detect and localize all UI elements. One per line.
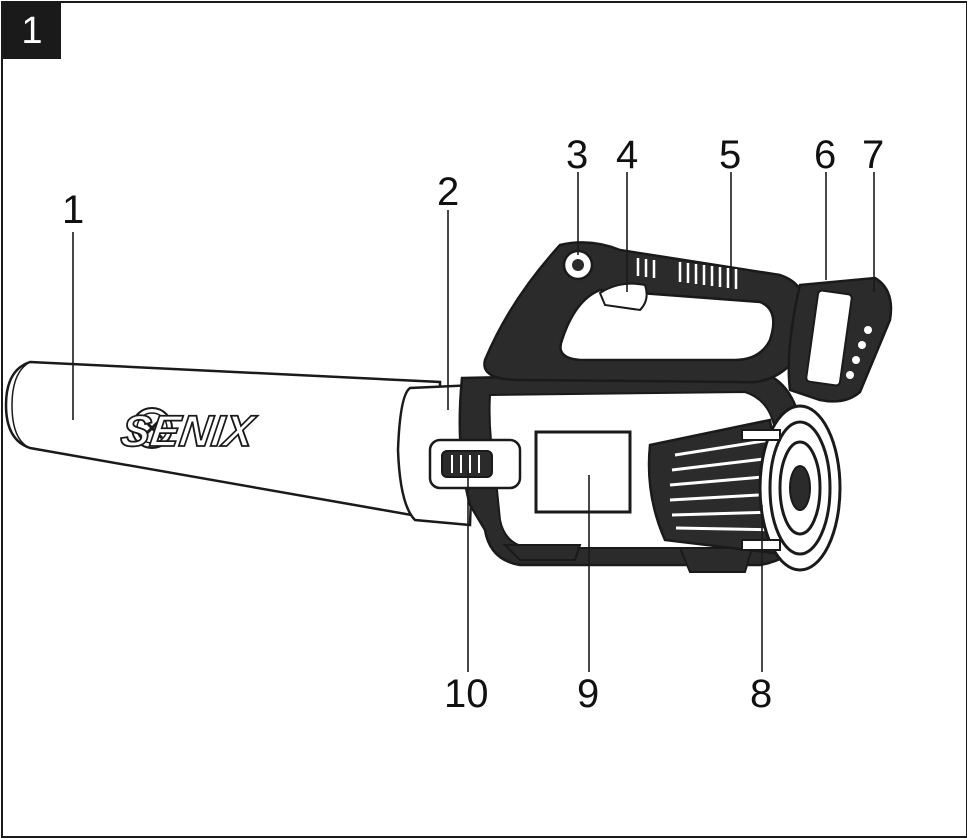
senix-logo: SENIX	[117, 406, 260, 457]
blower-tube	[4, 360, 442, 522]
brand-logo-text: SENIX	[118, 407, 259, 456]
callout-7: 7	[862, 133, 885, 177]
callout-8: 8	[750, 672, 773, 716]
callout-3: 3	[566, 133, 589, 177]
figure-number-badge: 1	[3, 3, 61, 59]
air-intake	[647, 404, 842, 572]
callout-1: 1	[62, 188, 85, 232]
handle	[483, 241, 807, 384]
grip-ribs	[636, 258, 738, 289]
callout-10: 10	[444, 672, 489, 716]
callout-9: 9	[577, 672, 600, 716]
callout-5: 5	[719, 133, 742, 177]
battery-pack	[787, 276, 893, 403]
label-panel	[534, 430, 632, 514]
callout-4: 4	[616, 133, 639, 177]
callout-6: 6	[814, 133, 837, 177]
callout-2: 2	[437, 170, 460, 214]
speed-switch	[428, 438, 522, 490]
leader-lines	[72, 172, 875, 672]
